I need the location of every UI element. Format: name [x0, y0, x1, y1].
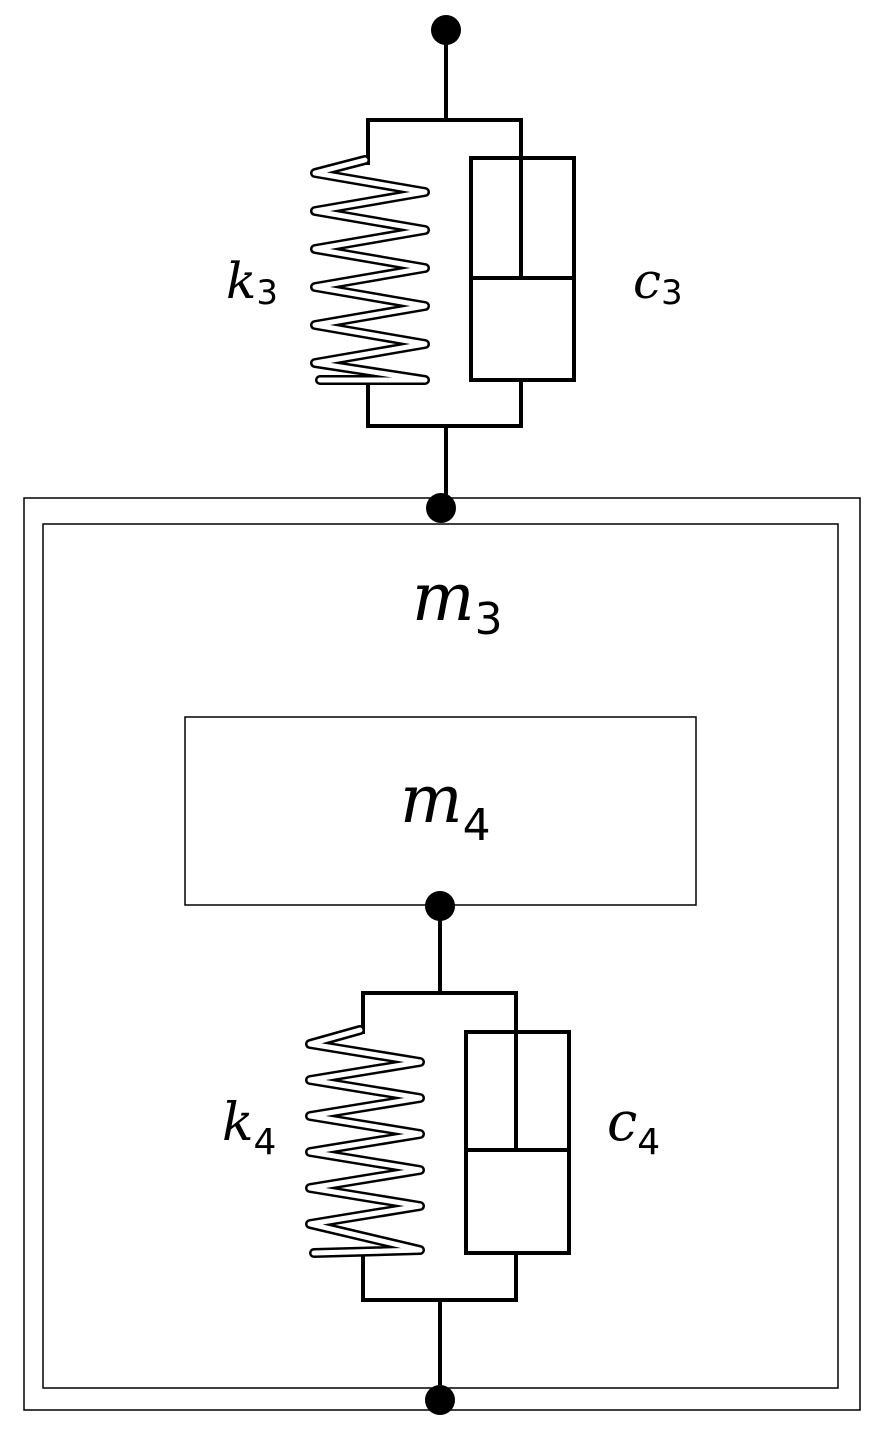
spring-k4: [305, 1025, 425, 1258]
label-k4: k4: [222, 1093, 276, 1163]
damper-c4: [464, 1030, 571, 1255]
label-m4: m4: [400, 761, 491, 851]
m3-top-node: [426, 493, 456, 523]
label-k3: k3: [226, 252, 278, 313]
upper-suspension: [310, 15, 576, 508]
upper-top-bar: [366, 118, 523, 278]
spring-k3: [310, 155, 430, 385]
upper-top-node: [431, 15, 461, 45]
lower-bottom-bar: [361, 1253, 518, 1302]
label-c4: c4: [607, 1090, 660, 1163]
label-m3: m3: [412, 559, 503, 645]
lower-top-bar: [361, 991, 518, 1150]
label-c3: c3: [633, 252, 683, 313]
lower-suspension: [305, 891, 571, 1415]
damper-c3: [469, 156, 576, 382]
m3-bottom-node: [425, 1385, 455, 1415]
